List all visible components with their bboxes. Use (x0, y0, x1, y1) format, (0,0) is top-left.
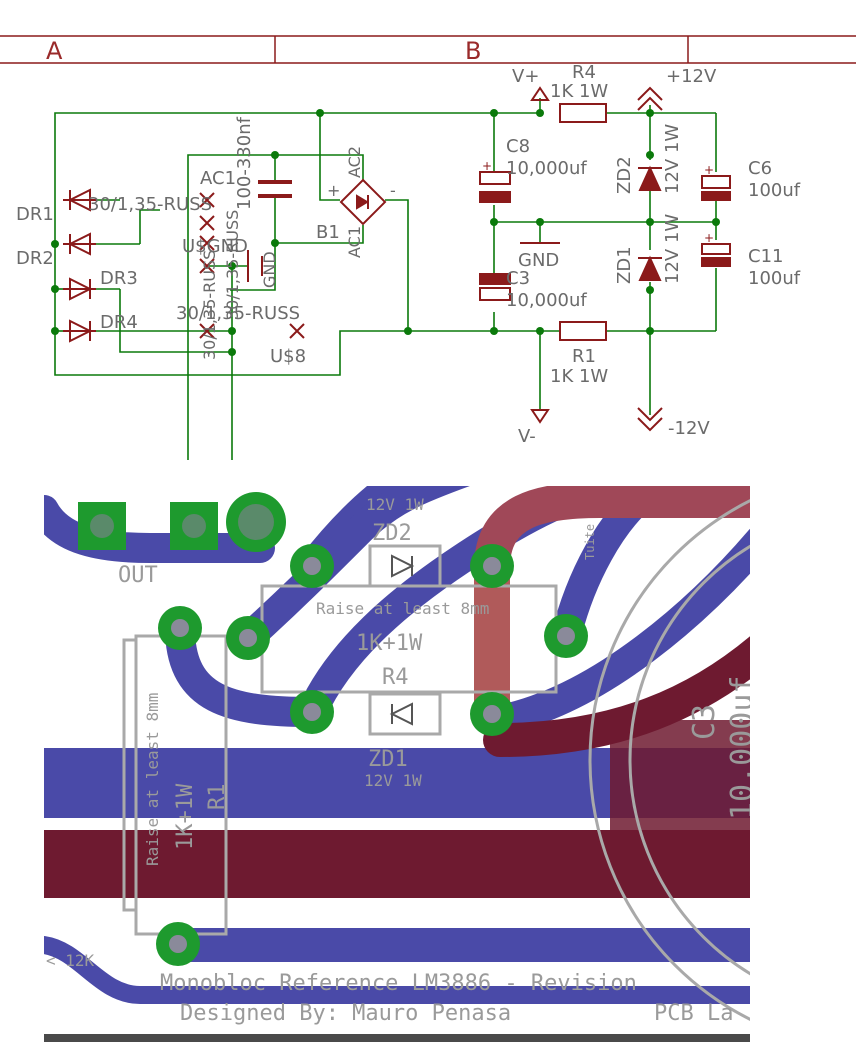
small-ground-symbol (247, 250, 263, 282)
label-rect-value-top: 30/1,35-RUSS (88, 194, 212, 215)
label-c8-name: C8 (506, 136, 530, 157)
svg-text:+: + (482, 159, 492, 173)
label-dr2: DR2 (16, 248, 54, 269)
pcb-silk-outlines (122, 544, 558, 936)
schematic-wires (54, 98, 717, 460)
r1-symbol (559, 321, 607, 341)
label-zd1-name: ZD1 (614, 246, 635, 284)
label-rect-value-bottom: 30/1,35-RUSS (176, 303, 300, 324)
label-bridge-ac1: AC1 (345, 226, 364, 258)
svg-text:+: + (482, 273, 492, 287)
polarity-marks: + + + + (482, 159, 714, 287)
label-bridge-plus: + (327, 181, 340, 200)
pcb-label-c3-name: C3 (687, 704, 722, 740)
c6-symbol (701, 175, 731, 201)
pcb-label-r1-name: R1 (205, 784, 230, 811)
label-minus12: -12V (668, 418, 710, 439)
pcb-label-r4-value: 1K+1W (356, 631, 423, 656)
pcb-label-side-text: Tuite (583, 524, 597, 560)
drawing-frame: A B (0, 35, 856, 65)
pcb-pads (78, 492, 588, 966)
diode-dr4-symbol (63, 319, 96, 343)
label-r1-value: 1K 1W (550, 366, 608, 387)
label-ac1: AC1 (200, 168, 236, 189)
svg-text:+: + (704, 231, 714, 245)
label-rect-value-vertical-a: 30/1,35-RUSS (200, 250, 219, 360)
label-u8: U$8 (270, 346, 306, 367)
vplus-symbol (530, 86, 550, 101)
bridge-rectifier-symbol (339, 178, 387, 226)
c8-symbol (479, 171, 511, 203)
label-cap-value: 100-330nf (234, 116, 255, 210)
pcb-top-wide-trace (44, 830, 750, 898)
pcb-board-edge (44, 1034, 750, 1042)
label-dr1: DR1 (16, 204, 54, 225)
frame-column-a: A (46, 37, 63, 65)
label-plus12: +12V (666, 66, 717, 87)
schematic-components (63, 86, 731, 432)
c3-symbol (479, 273, 511, 301)
pcb-zener-marks (389, 554, 415, 726)
pcb-label-zd1-name: ZD1 (368, 747, 408, 772)
pcb-label-zd2-value: 12V 1W (366, 495, 424, 514)
label-r1-name: R1 (572, 346, 596, 367)
label-c6-name: C6 (748, 158, 772, 179)
label-b1: B1 (316, 222, 340, 243)
pcb-label-r1-value: 1K+1W (173, 783, 198, 850)
svg-text:+: + (704, 163, 714, 177)
label-zd2-value: 12V 1W (662, 124, 683, 194)
vminus-symbol (530, 409, 550, 424)
label-c11-value: 100uf (748, 268, 801, 289)
diode-dr3-symbol (63, 277, 96, 301)
label-gnd-small: GND (260, 251, 279, 288)
pcb-label-zd1-value: 12V 1W (364, 771, 422, 790)
label-vplus: V+ (512, 66, 539, 87)
pcb-label-raise-side: Raise at least 8mm (143, 693, 162, 866)
schematic-junctions (51, 109, 720, 356)
label-dr4: DR4 (100, 312, 138, 333)
pcb-label-r4-name: R4 (382, 665, 409, 690)
label-us-gnd: U$GND (182, 236, 248, 257)
label-c8-value: 10,000uf (506, 158, 587, 179)
diode-dr2-symbol (63, 232, 96, 256)
label-dr3: DR3 (100, 268, 138, 289)
c11-symbol (701, 243, 731, 267)
r4-symbol (559, 103, 607, 123)
label-bridge-minus: - (390, 181, 396, 200)
label-gnd: GND (518, 250, 559, 271)
pcb-title-line: Monobloc Reference LM3886 - Revision (160, 971, 637, 996)
film-cap-symbol (258, 180, 292, 198)
unconnected-markers (199, 192, 305, 339)
label-c3-name: C3 (506, 268, 530, 289)
pcb-c3-outline (588, 499, 750, 1021)
label-c11-name: C11 (748, 246, 783, 267)
label-zd2-name: ZD2 (614, 156, 635, 194)
frame-column-b: B (465, 37, 481, 65)
pcb-label-out: OUT (118, 563, 158, 588)
pcb-designer-line: Designed By: Mauro Penasa (180, 1001, 511, 1026)
label-c6-value: 100uf (748, 180, 801, 201)
label-vminus: V- (518, 426, 536, 447)
schematic-labels: DR1 DR2 DR3 DR4 30/1,35-RUSS 30/1,35-RUS… (16, 62, 801, 447)
label-zd1-value: 12V 1W (662, 214, 683, 284)
zd2-symbol (638, 165, 662, 191)
label-r4-name: R4 (572, 62, 596, 83)
pcb-label-pcb-la: PCB La (654, 1001, 733, 1026)
zd1-symbol (638, 255, 662, 281)
label-c3-value: 10,000uf (506, 290, 587, 311)
pcb-label-minus12: < 12K (46, 951, 95, 970)
minus12-symbol (637, 407, 663, 422)
pcb-label-c3-value: 10,000uf (725, 676, 760, 821)
diode-dr1-symbol (63, 188, 96, 212)
pcb-label-zd2-name: ZD2 (372, 521, 412, 546)
plus12-symbol (637, 86, 663, 101)
pcb-view: OUT 12V 1W ZD2 Raise at least 8mm 1K+1W … (44, 486, 760, 1042)
label-r4-value: 1K 1W (550, 81, 608, 102)
pcb-label-raise-top: Raise at least 8mm (316, 599, 489, 618)
label-rect-value-vertical-b: 30/1,35-RUSS (223, 210, 242, 320)
label-bridge-ac2: AC2 (345, 146, 364, 178)
